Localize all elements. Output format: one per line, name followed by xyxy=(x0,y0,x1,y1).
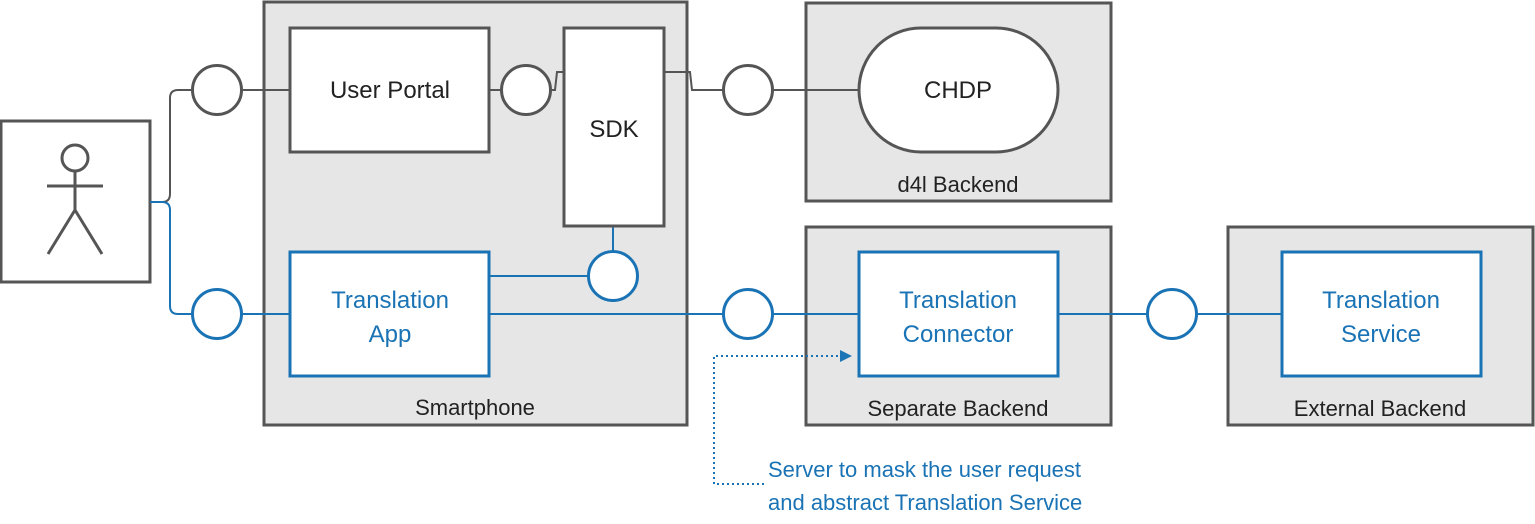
annotation-arrow xyxy=(713,350,852,485)
chdp-box xyxy=(857,26,1060,154)
translation-service-box xyxy=(1280,250,1483,378)
sdk-box xyxy=(562,26,666,228)
blue-connectors xyxy=(150,201,1282,315)
stick-figure-icon xyxy=(46,143,104,255)
translation-service-label-line1: Translation xyxy=(1322,287,1440,314)
d4l-backend-label: d4l Backend xyxy=(897,172,1018,197)
interface-circle xyxy=(587,250,639,302)
sdk-label: SDK xyxy=(589,116,638,143)
interface-circle xyxy=(191,64,243,116)
translation-app-box xyxy=(288,250,491,378)
interface-circle xyxy=(722,64,774,116)
external-backend-label: External Backend xyxy=(1294,396,1466,421)
translation-app-label-line1: Translation xyxy=(331,287,449,314)
interface-circle xyxy=(191,288,243,340)
separate-backend-label: Separate Backend xyxy=(867,396,1048,421)
annotation-line2: and abstract Translation Service xyxy=(768,490,1082,515)
translation-service-label-line2: Service xyxy=(1341,321,1421,348)
translation-connector-label-line1: Translation xyxy=(899,287,1017,314)
chdp-label: CHDP xyxy=(924,77,992,104)
translation-connector-box xyxy=(857,250,1060,378)
translation-app-label-line2: App xyxy=(369,321,412,348)
user-portal-box xyxy=(288,26,491,154)
annotation-line1: Server to mask the user request xyxy=(768,457,1081,482)
smartphone-label: Smartphone xyxy=(415,395,535,420)
translation-connector-label-line2: Connector xyxy=(903,321,1014,348)
interface-circle xyxy=(500,64,552,116)
interface-circle xyxy=(1146,288,1198,340)
user-portal-label: User Portal xyxy=(330,77,450,104)
interface-circle xyxy=(722,288,774,340)
